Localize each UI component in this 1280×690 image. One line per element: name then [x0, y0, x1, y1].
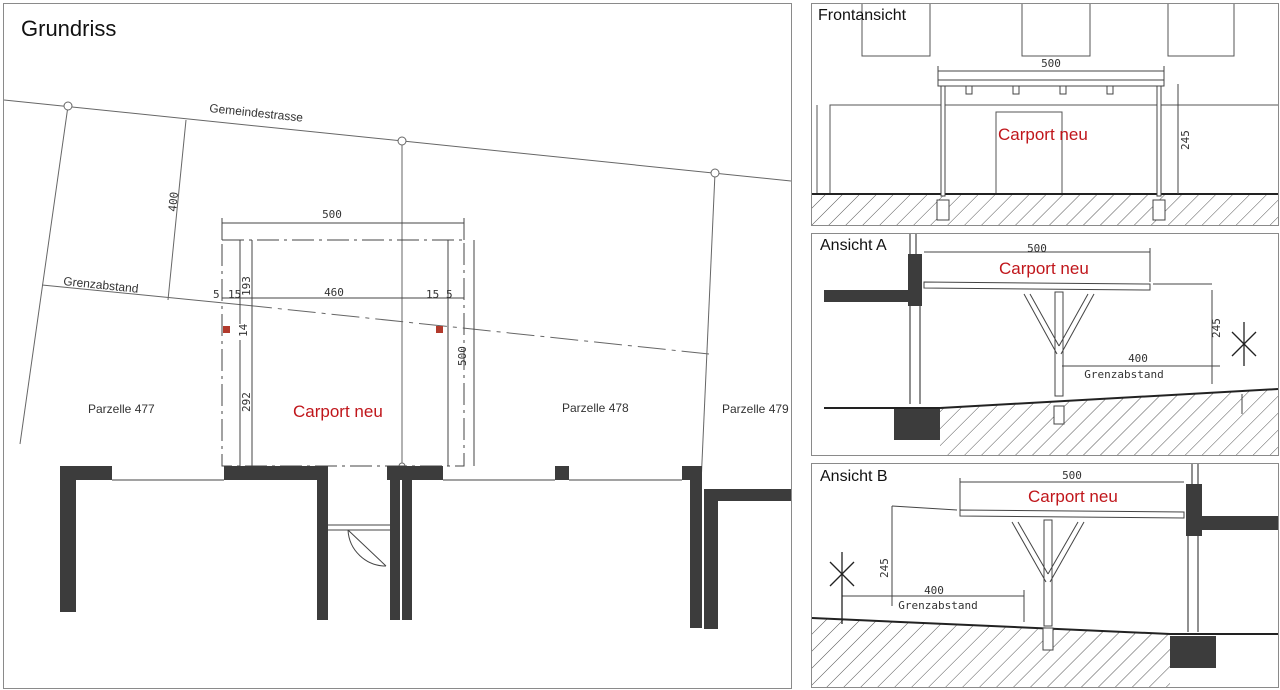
view-b-carport-label: Carport neu — [1028, 487, 1118, 506]
view-a-setback-label: Grenzabstand — [1084, 368, 1163, 381]
parcel-boundary-3 — [700, 172, 716, 485]
ground-hatch — [812, 194, 1278, 225]
view-a-dim-height: 245 — [1210, 318, 1223, 338]
ground-hatch — [812, 618, 1170, 687]
dim-400: 400 — [166, 191, 181, 212]
street-name: Gemeindestrasse — [209, 101, 304, 125]
view-a-title: Ansicht A — [820, 237, 887, 254]
boundary-mark-icon — [829, 552, 855, 624]
parcel-label-479: Parzelle 479 — [722, 402, 789, 416]
view-b-setback: 400 — [924, 584, 944, 597]
view-b-setback-label: Grenzabstand — [898, 599, 977, 612]
building-section — [1170, 484, 1278, 668]
view-b-dim-height: 245 — [878, 558, 891, 578]
dim-14: 14 — [237, 323, 250, 337]
ansicht-b-panel: 500 245 400 Grenzabstand Carport neu Ans… — [811, 463, 1279, 688]
building-walls — [60, 466, 791, 629]
dim-15a: 15 — [228, 288, 241, 301]
view-b-title: Ansicht B — [820, 468, 888, 485]
grundriss-panel: Gemeindestrasse Grenzabstand 400 500 5 1… — [3, 3, 792, 689]
boundary-mark-icon — [1231, 322, 1257, 366]
front-view-drawing: 500 245 Carport neu — [812, 4, 1278, 225]
carport-label: Carport neu — [293, 402, 383, 421]
ansicht-a-panel: 500 245 400 Grenzabstand Carport neu Ans… — [811, 233, 1279, 456]
parcel-label-478: Parzelle 478 — [562, 401, 629, 415]
boundary-line — [41, 284, 245, 306]
ground-hatch — [940, 389, 1278, 455]
view-a-dim-width: 500 — [1027, 242, 1047, 255]
carport-structure — [923, 248, 1243, 425]
parcel-boundary-1 — [19, 105, 69, 445]
street-line — [4, 99, 791, 182]
dim-500-top: 500 — [322, 208, 342, 221]
page-title: Grundriss — [21, 16, 117, 41]
boundary-marker — [63, 101, 73, 111]
front-carport-label: Carport neu — [998, 125, 1088, 144]
view-b-drawing: 500 245 400 Grenzabstand Carport neu — [812, 464, 1278, 687]
view-a-carport-label: Carport neu — [999, 259, 1089, 278]
boundary-marker — [397, 136, 407, 146]
dim-500-side: 500 — [456, 346, 469, 366]
parcel-label-477: Parzelle 477 — [88, 402, 155, 416]
front-view-title: Frontansicht — [818, 7, 907, 24]
carport-structure — [842, 478, 1185, 651]
boundary-label: Grenzabstand — [63, 274, 139, 296]
post-marker — [223, 326, 230, 333]
view-a-drawing: 500 245 400 Grenzabstand Carport neu — [824, 234, 1278, 455]
boundary-marker — [710, 168, 720, 178]
view-a-setback: 400 — [1128, 352, 1148, 365]
dim-460: 460 — [324, 286, 344, 299]
dim-line-400 — [167, 119, 187, 301]
frontansicht-panel: 500 245 Carport neu Frontansicht — [811, 3, 1279, 226]
door-swing — [347, 529, 387, 567]
post-marker — [436, 326, 443, 333]
carport-structure — [936, 66, 1179, 221]
dim-5b: 5 — [446, 288, 453, 301]
view-b-dim-width: 500 — [1062, 469, 1082, 482]
dim-292: 292 — [240, 392, 253, 412]
boundary-dashdot — [243, 304, 710, 355]
front-dim-height: 245 — [1179, 130, 1192, 150]
floor-plan-drawing: Gemeindestrasse Grenzabstand 400 500 5 1… — [4, 99, 791, 629]
dim-5a: 5 — [213, 288, 220, 301]
dim-15b: 15 — [426, 288, 439, 301]
front-dim-width: 500 — [1041, 57, 1061, 70]
carport-outline — [221, 239, 465, 467]
dim-193: 193 — [240, 276, 253, 296]
building-section — [824, 254, 940, 440]
